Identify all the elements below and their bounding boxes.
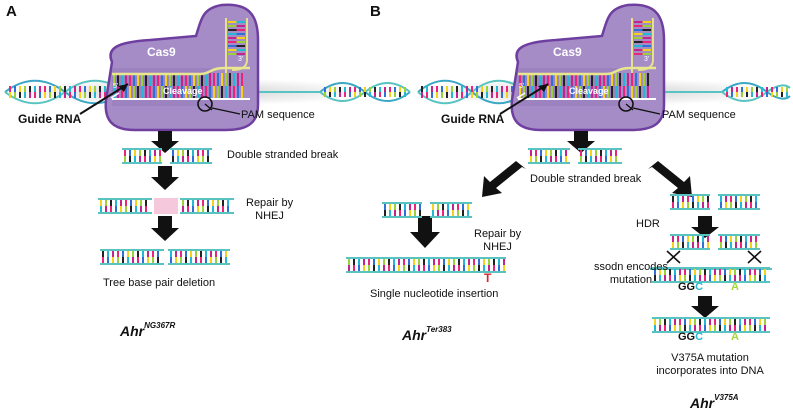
panel-a [0, 3, 411, 265]
arrow-down-b4 [691, 296, 719, 318]
ssodn-strand [650, 250, 772, 283]
pam-circle-b [618, 96, 634, 112]
gene-base-b-left: Ahr [402, 327, 427, 343]
guide-rna-pointer-b [499, 83, 549, 115]
seq2-label: GGC [678, 331, 703, 343]
gene-base-a: Ahr [120, 323, 145, 339]
gene-label-b-left: AhrTer383 [402, 325, 452, 343]
insertion-base: T [484, 271, 492, 285]
panel-letter-a: A [6, 3, 17, 20]
dsb-fragments-a [122, 148, 212, 164]
five-prime-label-b: 5' [519, 83, 525, 90]
repair-label-b: Repair by NHEJ [474, 228, 521, 254]
three-prime-label-b: 3' [644, 56, 650, 63]
arrow-diag-left [482, 161, 526, 197]
arrow-down-a1 [151, 131, 179, 153]
dsb-label-b: Double stranded break [530, 173, 642, 185]
repair-line-2: NHEJ [255, 210, 284, 222]
ssodn-label: ssodn encodes mutation [594, 261, 668, 287]
seq1-a: A [731, 281, 739, 293]
deletion-label-a: Tree base pair deletion [103, 277, 216, 289]
repair-line-1-b: Repair by [474, 228, 522, 240]
seq1-c: C [695, 281, 704, 293]
arrow-down-a2 [151, 166, 179, 190]
seq1-label: GGC [678, 281, 703, 293]
panel-b [346, 3, 791, 333]
gene-sup-a: NG367R [144, 321, 176, 330]
gene-label-b-right: AhrV375A [690, 393, 739, 411]
ssodn-line-1: ssodn encodes [594, 261, 668, 273]
arrow-down-a3 [151, 216, 179, 241]
panel-letter-b: B [370, 3, 381, 20]
five-prime-tick [110, 92, 120, 99]
sgrna-stem-b [631, 18, 654, 75]
cleavage-label-b: Cleavage [569, 86, 609, 96]
arrow-down-b1 [567, 131, 595, 153]
result-line-1: V375A mutation [671, 352, 749, 364]
seq2-c: C [695, 331, 704, 343]
nhej-fragments-b [382, 202, 472, 218]
gene-label-a: AhrNG367R [120, 321, 176, 339]
cleavage-label-a: Cleavage [163, 86, 203, 96]
repair-fragments-a [98, 198, 234, 214]
result-line-2: incorporates into DNA [656, 365, 764, 377]
arrow-diag-right [648, 161, 692, 197]
guide-rna-label-b: Guide RNA [441, 112, 505, 126]
pam-label-a: PAM sequence [241, 109, 315, 121]
hdr-fragments-b [670, 194, 760, 250]
seq2-a: A [731, 331, 739, 343]
cas9-label-a: Cas9 [147, 45, 176, 59]
deletion-fragment-a [100, 249, 230, 265]
ssodn-line-2: mutation [609, 274, 653, 286]
mutated-fragment [652, 317, 770, 333]
repair-line-1: Repair by [246, 197, 294, 209]
dsb-fragments-b [528, 148, 622, 164]
guide-rna-pointer [79, 83, 129, 115]
arrow-down-b3 [691, 216, 719, 238]
gene-base-b-right: Ahr [690, 395, 715, 411]
hdr-label: HDR [636, 218, 660, 230]
insertion-label: Single nucleotide insertion [370, 288, 499, 300]
seq1-gg: GG [678, 281, 696, 293]
pam-circle [197, 96, 213, 112]
seq2-gg: GG [678, 331, 696, 343]
guide-rna-label-a: Guide RNA [18, 112, 82, 126]
insertion-fragment-b [346, 257, 506, 273]
repair-line-2-b: NHEJ [483, 241, 512, 253]
gene-sup-b-left: Ter383 [426, 325, 452, 334]
pam-label-b: PAM sequence [662, 109, 736, 121]
arrow-down-b2 [410, 216, 440, 248]
gene-sup-b-right: V375A [714, 393, 739, 402]
cas9-label-b: Cas9 [553, 45, 582, 59]
result-label: V375A mutation incorporates into DNA [648, 352, 772, 378]
dsb-label-a: Double stranded break [227, 149, 339, 161]
three-prime-label-a: 3' [238, 56, 244, 63]
repair-label-a: Repair by NHEJ [246, 197, 293, 223]
five-prime-label-a: 5' [113, 83, 119, 90]
